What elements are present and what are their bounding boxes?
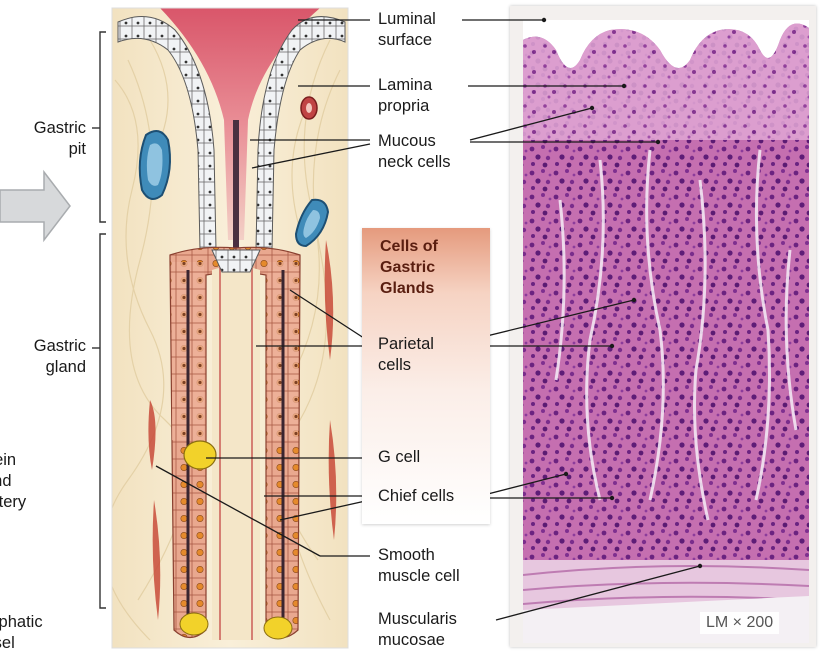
label-chief-cells: Chief cells: [378, 486, 454, 507]
artery-icon: [301, 97, 317, 119]
magnification-label: LM × 200: [700, 612, 779, 634]
gastric-pit-bracket: [92, 32, 106, 222]
gland-illustration: [104, 8, 348, 648]
gastric-gland-bracket: [92, 234, 106, 608]
label-g-cell: G cell: [378, 447, 420, 468]
micrograph: [523, 20, 809, 643]
arrow-icon: [0, 172, 70, 240]
label-vein-and-artery: Veinandartery: [0, 450, 26, 513]
vein-icon: [140, 131, 170, 199]
label-lymphatic-vessel: Lymphaticvessel: [0, 612, 43, 654]
